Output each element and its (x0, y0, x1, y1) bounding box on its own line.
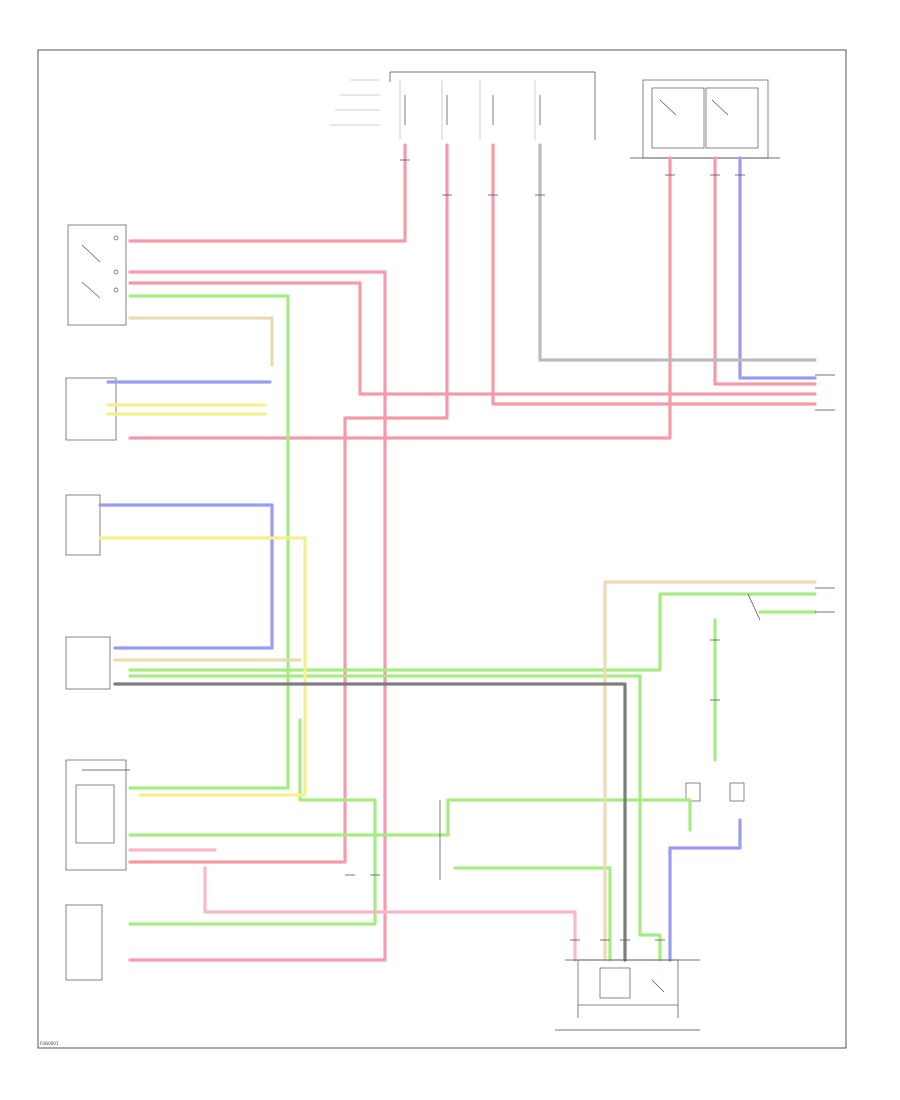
control-module-left (65, 759, 127, 871)
body-control-module (65, 904, 103, 981)
sensor-left (65, 636, 111, 690)
relay-bottom-center (577, 959, 679, 1006)
blue-wires (98, 156, 817, 962)
connector-ticks (345, 159, 745, 941)
switch-module-top-right (630, 79, 780, 159)
gray-wires (113, 143, 817, 962)
connector-left-a (65, 377, 117, 441)
switch-small-a (685, 782, 745, 802)
yellow-wires (98, 316, 817, 962)
red-wires (128, 143, 817, 962)
fuse-block-top (330, 71, 596, 140)
connector-left-b (65, 494, 101, 556)
relay-left-top (67, 224, 127, 326)
diagram-code: F0B0001 (40, 1041, 59, 1046)
diagram-frame (37, 49, 847, 1049)
pink-wires (128, 848, 577, 962)
green-wires (128, 294, 817, 962)
detail-lines (82, 374, 835, 1031)
